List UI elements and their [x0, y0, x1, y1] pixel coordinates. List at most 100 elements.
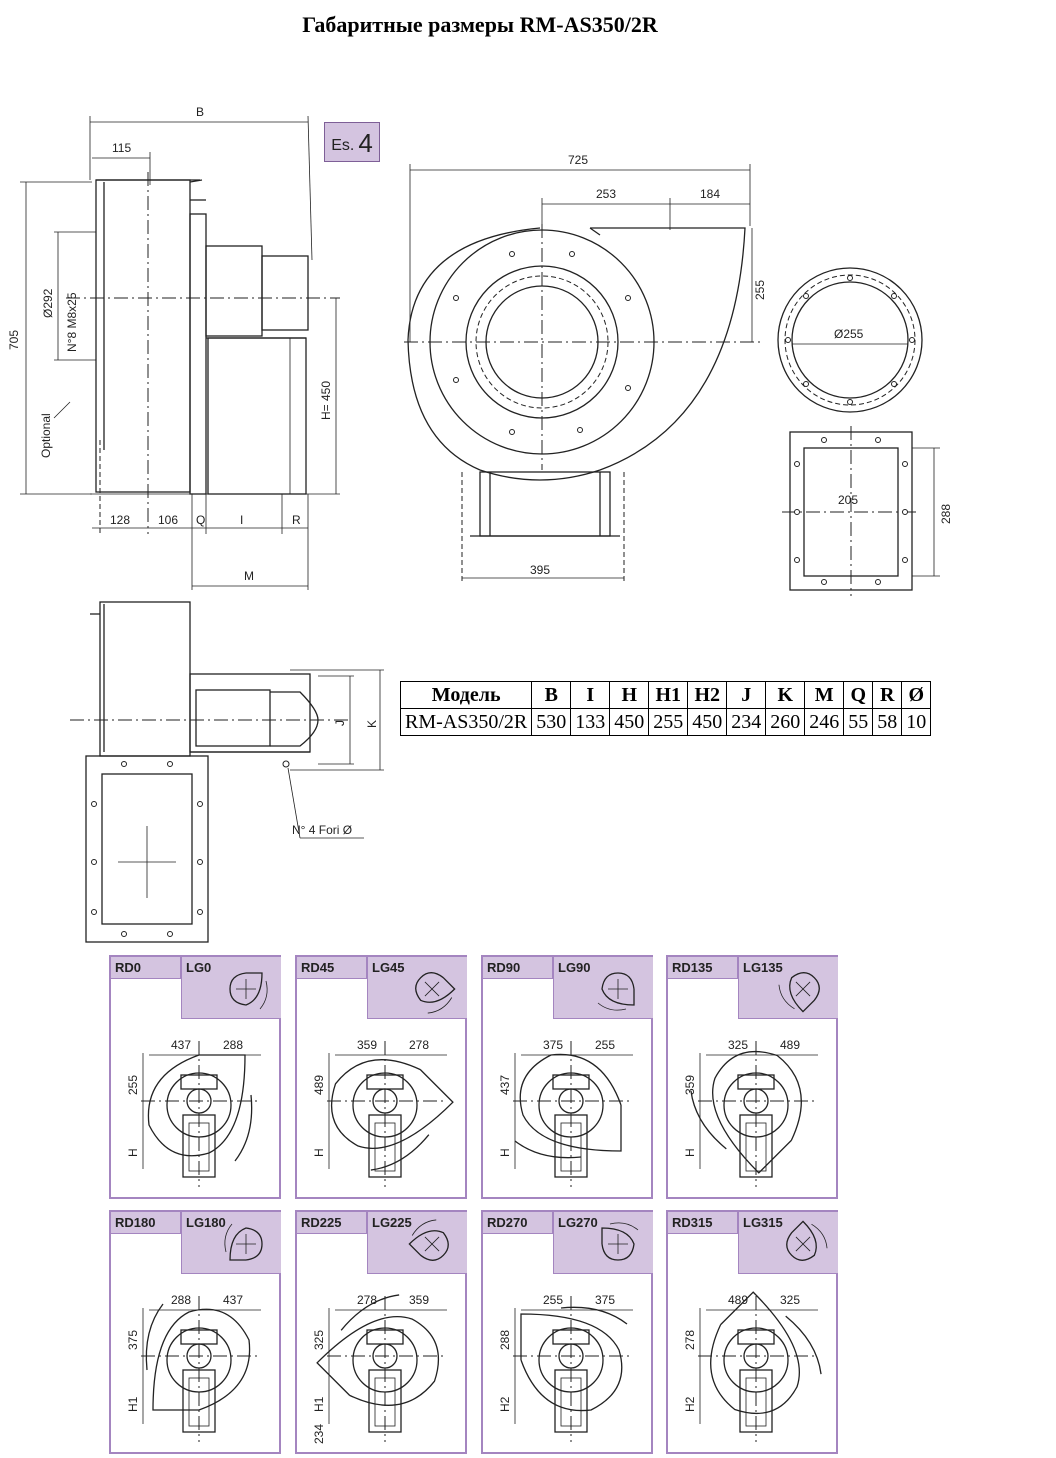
- rotation-arrow: [514, 1140, 582, 1159]
- dim-h3: 234: [312, 1424, 326, 1444]
- rd-label: RD225: [297, 1212, 367, 1234]
- impeller-ring: [538, 1327, 604, 1393]
- cell-K: 260: [765, 708, 806, 736]
- es-prefix: Es.: [331, 137, 355, 154]
- lg-label: LG45: [372, 960, 405, 975]
- col-J: J: [726, 681, 767, 709]
- rotation-icon: [415, 972, 456, 1014]
- page-title: Габаритные размеры RM-AS350/2R: [302, 12, 658, 37]
- dim-M: M: [244, 569, 254, 583]
- dim-205: 205: [838, 493, 858, 507]
- col-I: I: [570, 681, 611, 709]
- fan-volute: [331, 1059, 454, 1149]
- dim-h2: H2: [683, 1396, 697, 1412]
- col-M: M: [804, 681, 845, 709]
- rotation-arrow: [690, 1090, 727, 1150]
- dim-I: I: [240, 513, 243, 527]
- dim-h1: 359: [683, 1075, 697, 1095]
- rd-label: RD135: [668, 957, 738, 979]
- rotation-arrow: [234, 1094, 253, 1162]
- lg-box: LG315: [738, 1212, 838, 1274]
- col-H: H: [609, 681, 650, 709]
- rotation-icon: [224, 1223, 263, 1261]
- dim-K: K: [365, 720, 379, 728]
- fan-outline: [145, 1303, 251, 1411]
- dim-106: 106: [158, 513, 178, 527]
- icon-volute: [229, 972, 263, 1006]
- dim-w2: 325: [780, 1293, 800, 1307]
- dim-184: 184: [700, 187, 720, 201]
- fan-outline: [331, 1059, 454, 1171]
- impeller-ring: [166, 1327, 232, 1393]
- dim-w1: 255: [543, 1293, 563, 1307]
- front-view: 725 253 184 255 395: [404, 153, 767, 584]
- icon-axis-v: [795, 981, 811, 997]
- dim-h2: H: [498, 1148, 512, 1157]
- rotation-icon: [786, 1220, 828, 1261]
- dim-h1: 375: [126, 1330, 140, 1350]
- fan-volute: [710, 1291, 800, 1414]
- col-Q: Q: [843, 681, 874, 709]
- dim-w2: 489: [780, 1038, 800, 1052]
- es-badge: Es. 4: [324, 122, 380, 162]
- dim-725: 725: [568, 153, 588, 167]
- dim-h1: 278: [683, 1330, 697, 1350]
- fan-outline: [147, 1054, 253, 1162]
- fan-outline: [690, 1051, 802, 1174]
- rotation-arrow: [785, 1315, 822, 1375]
- fan-volute: [519, 1053, 622, 1152]
- icon-axis-v: [424, 981, 440, 997]
- icon-volute: [408, 1230, 449, 1261]
- spec-table: Модель B I H H1 H2 J K M Q R Ø RM-AS350/…: [399, 681, 932, 736]
- fan-volute: [147, 1054, 246, 1157]
- lg-label: LG315: [743, 1215, 783, 1230]
- dim-h1: 325: [312, 1330, 326, 1350]
- rotation-icon: [778, 972, 820, 1013]
- lg-label: LG180: [186, 1215, 226, 1230]
- dim-705: 705: [7, 330, 21, 350]
- dim-w1: 278: [357, 1293, 377, 1307]
- dim-h2: H1: [312, 1396, 326, 1412]
- lg-box: LG0: [181, 957, 281, 1019]
- dim-115: 115: [112, 141, 131, 155]
- rotation-arrow: [145, 1303, 164, 1371]
- dim-w2: 278: [409, 1038, 429, 1052]
- rotation-icon: [229, 972, 268, 1010]
- icon-volute: [601, 1227, 635, 1261]
- lg-box: LG90: [553, 957, 653, 1019]
- dim-R: R: [292, 513, 301, 527]
- fan-volute: [520, 1313, 623, 1412]
- col-H1: H1: [648, 681, 689, 709]
- cell-B: 530: [531, 708, 572, 736]
- cell-H2: 450: [687, 708, 728, 736]
- rd-label: RD180: [111, 1212, 181, 1234]
- table-row: RM-AS350/2R 530 133 450 255 450 234 260 …: [399, 708, 932, 736]
- rd-label: RD45: [297, 957, 367, 979]
- dim-253: 253: [596, 187, 616, 201]
- icon-arrow: [609, 1222, 639, 1231]
- icon-volute: [601, 972, 635, 1006]
- rotation-icon: [597, 972, 635, 1011]
- rotation-icon: [408, 1219, 449, 1261]
- dim-h2: H: [312, 1148, 326, 1157]
- icon-volute: [229, 1227, 263, 1261]
- lg-label: LG270: [558, 1215, 598, 1230]
- rotation-arrow: [370, 1134, 430, 1171]
- dim-B: B: [196, 105, 204, 119]
- top-view: J K N° 4 Fori Ø: [70, 601, 384, 943]
- dim-h1: 255: [126, 1075, 140, 1095]
- fan-outline: [710, 1291, 822, 1414]
- dim-w1: 437: [171, 1038, 191, 1052]
- dim-Q: Q: [196, 513, 205, 527]
- dim-w2: 255: [595, 1038, 615, 1052]
